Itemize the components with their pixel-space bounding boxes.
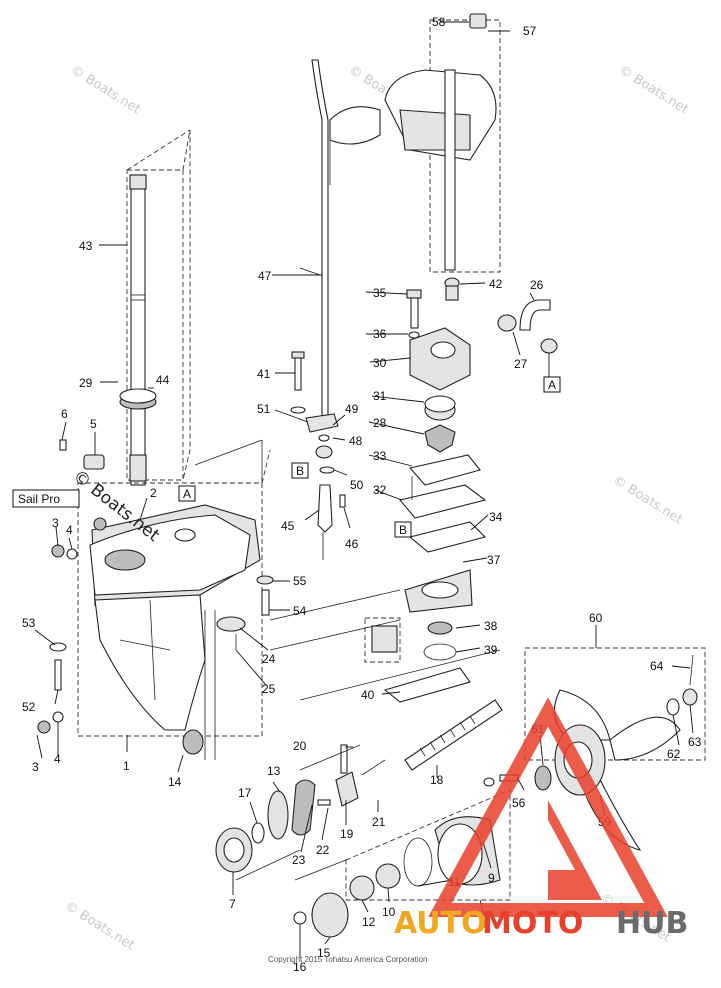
- part-number: 19: [340, 827, 354, 841]
- reference-boxes: A A B B Sail Pro: [12, 376, 561, 538]
- part-number: 46: [345, 537, 359, 551]
- part-number: 39: [484, 643, 498, 657]
- part-number: 60: [589, 611, 603, 625]
- watermark: © Boats.net: [616, 63, 691, 118]
- shift-rod-group: [290, 59, 346, 533]
- watermark: © Boats.net: [62, 899, 137, 954]
- part-number: 18: [430, 773, 444, 787]
- gearcase-housing: [77, 449, 271, 737]
- part-number: 4: [54, 752, 61, 766]
- part-number: 49: [345, 402, 359, 416]
- part-number: 5: [90, 417, 97, 431]
- part-number: 42: [489, 277, 503, 291]
- part-number: 56: [512, 796, 526, 810]
- part-number: 30: [373, 356, 387, 370]
- automotohub-logo: AUTO MOTO HUB: [394, 697, 688, 941]
- part-number: 38: [484, 619, 498, 633]
- logo-text-hub: HUB: [616, 906, 688, 941]
- part-number: 12: [362, 915, 376, 929]
- part-number: 52: [22, 700, 36, 714]
- part-number: 63: [688, 735, 702, 749]
- part-number: 10: [382, 905, 396, 919]
- part-number: 47: [258, 269, 272, 283]
- part-number: 8: [479, 917, 486, 931]
- part-number: 15: [317, 946, 331, 960]
- ref-box-a: A: [548, 378, 556, 392]
- part-number: 64: [650, 659, 664, 673]
- part-number: 43: [79, 239, 93, 253]
- part-number: 25: [262, 682, 276, 696]
- part-number: 13: [267, 764, 281, 778]
- part-number: 62: [667, 747, 681, 761]
- part-number: 21: [372, 815, 386, 829]
- shift-cam-group: [364, 617, 401, 663]
- part-number: 50: [350, 478, 364, 492]
- part-number: 17: [238, 786, 252, 800]
- part-number: 3: [52, 516, 59, 530]
- part-number: 37: [487, 553, 501, 567]
- part-number: 9: [488, 871, 495, 885]
- part-number: 23: [292, 853, 306, 867]
- connection-lines: [194, 439, 501, 881]
- part-number-callouts: 1 2 3 3 4 4 5 6 7 8 9 10 11 12 13 14 15 …: [22, 15, 702, 974]
- watermark: © Boats.net: [610, 473, 685, 528]
- part-number: 54: [293, 604, 307, 618]
- upper-shift-group: [329, 13, 501, 273]
- part-number: 40: [361, 688, 375, 702]
- part-number: 55: [293, 574, 307, 588]
- ref-box-a: A: [183, 487, 191, 501]
- part-number: 58: [432, 15, 446, 29]
- part-number: 36: [373, 327, 387, 341]
- part-number: 20: [293, 739, 307, 753]
- part-number: 29: [79, 376, 93, 390]
- part-number: 1: [123, 759, 130, 773]
- part-number: 44: [156, 373, 170, 387]
- part-number: 26: [530, 278, 544, 292]
- water-pump-group: [383, 277, 558, 703]
- logo-text-moto: MOTO: [482, 906, 583, 941]
- ref-box-b: B: [399, 523, 407, 537]
- logo-text-auto: AUTO: [394, 906, 487, 941]
- part-number: 53: [22, 616, 36, 630]
- part-number: 41: [257, 367, 271, 381]
- part-number: 16: [293, 960, 307, 974]
- part-number: 35: [373, 286, 387, 300]
- part-number: 4: [66, 523, 73, 537]
- part-number: 31: [373, 389, 387, 403]
- part-number: 22: [316, 843, 330, 857]
- part-number: 3: [32, 760, 39, 774]
- part-number: 27: [514, 357, 528, 371]
- leader-lines: [34, 21, 694, 958]
- copyright-text: Copyright 2015 Tohatsu America Corporati…: [268, 955, 428, 964]
- propeller-shaft-group: [215, 699, 503, 873]
- watermark: © Boats.net: [68, 63, 143, 118]
- part-number: 24: [262, 652, 276, 666]
- part-number: 2: [150, 486, 157, 500]
- part-number: 57: [523, 24, 537, 38]
- driveshaft-group: [119, 129, 191, 486]
- part-number: 14: [168, 775, 182, 789]
- part-number: 7: [229, 897, 236, 911]
- sail-pro-label: Sail Pro: [18, 492, 60, 506]
- part-number: 32: [373, 483, 387, 497]
- part-number: 45: [281, 519, 295, 533]
- logo-triangle: [428, 697, 668, 917]
- part-number: 33: [373, 449, 387, 463]
- part-number: 48: [349, 434, 363, 448]
- part-number: 51: [257, 402, 271, 416]
- part-number: 28: [373, 416, 387, 430]
- part-number: 6: [61, 407, 68, 421]
- part-number: 34: [489, 510, 503, 524]
- ref-box-b: B: [296, 464, 304, 478]
